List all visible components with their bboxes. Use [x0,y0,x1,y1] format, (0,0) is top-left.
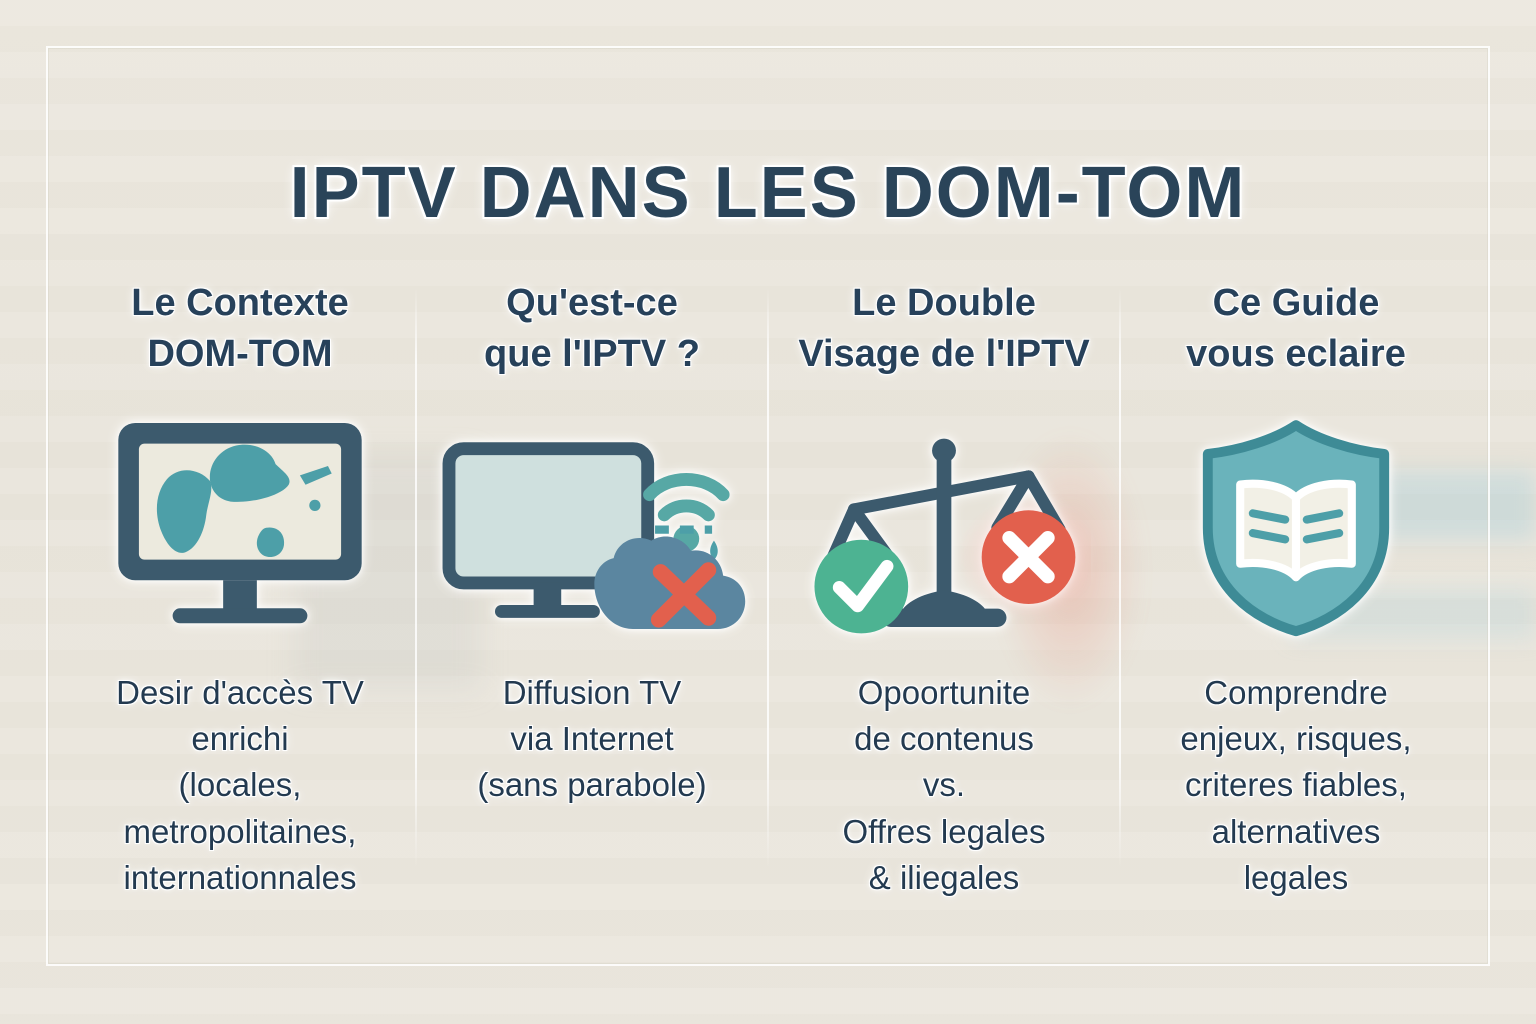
column-body: Desir d'accès TV enrichi (locales, metro… [116,674,364,896]
column-icon-box [80,396,400,654]
column-heading: Le Contexte DOM-TOM [131,282,349,375]
balance-scale-icon [814,438,1091,634]
column-heading: Le Double Visage de l'IPTV [798,282,1090,375]
column-contexte-dom-tom: Le Contexte DOM-TOM Desir d'accès TV enr… [64,278,417,938]
shield-book-icon [1202,420,1390,637]
column-heading: Qu'est-ce que l'IPTV ? [484,282,700,375]
tv-internet-cloud-icon [442,442,745,629]
column-icon-box [432,396,752,654]
column-icon-box [784,396,1104,654]
column-double-visage: Le Double Visage de l'IPTV [768,278,1121,938]
columns-container: Le Contexte DOM-TOM Desir d'accès TV enr… [64,278,1472,938]
page-title: IPTV DANS LES DOM-TOM [289,153,1247,234]
column-ce-guide: Ce Guide vous eclaire Comprendre enjeux,… [1120,278,1472,938]
column-body: Opoortunite de contenus vs. Offres legal… [842,674,1046,896]
column-quest-ce-que-iptv: Qu'est-ce que l'IPTV ? [416,278,769,938]
column-heading: Ce Guide vous eclaire [1186,282,1406,375]
column-body: Comprendre enjeux, risques, criteres fia… [1180,674,1412,896]
tv-map-icon [118,422,362,624]
column-icon-box [1136,396,1456,654]
inner-frame [46,46,1490,966]
column-body: Diffusion TV via Internet (sans parabole… [477,674,707,804]
